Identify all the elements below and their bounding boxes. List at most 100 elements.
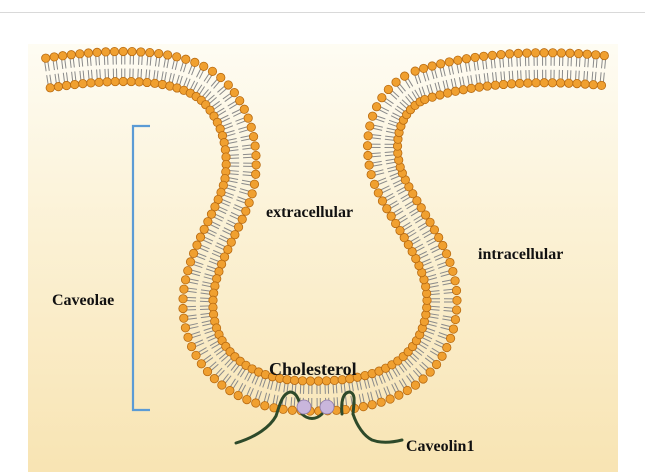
lipid-head — [532, 79, 540, 87]
lipid-head — [366, 122, 374, 130]
bracket-icon — [133, 126, 150, 410]
lipid-head — [261, 402, 269, 410]
lipid-head — [384, 85, 392, 93]
lipid-head — [119, 77, 127, 85]
lipid-head — [459, 86, 467, 94]
lipid-head — [505, 50, 513, 58]
lipid-head — [557, 49, 565, 57]
lipid-head — [372, 102, 380, 110]
lipid-head — [548, 79, 556, 87]
lipid-head — [42, 54, 50, 62]
lipid-head — [364, 132, 372, 140]
lipid-head — [70, 80, 78, 88]
lipid-head — [453, 296, 461, 304]
lipid-head — [443, 343, 451, 351]
lipid-head — [179, 295, 187, 303]
lipid-head — [507, 80, 515, 88]
extracellular-label: extracellular — [266, 204, 353, 222]
lipid-head — [155, 49, 163, 57]
lipid-head — [252, 399, 260, 407]
lipid-head — [443, 89, 451, 97]
lipid-head — [426, 218, 434, 226]
lipid-head — [574, 49, 582, 57]
lipid-head — [403, 386, 411, 394]
lipid-head — [181, 276, 189, 284]
lipid-head — [581, 80, 589, 88]
lipid-head — [411, 381, 419, 389]
caveolin-protein-icon — [236, 392, 402, 443]
lipid-head — [210, 374, 218, 382]
lipid-head — [451, 315, 459, 323]
lipid-head — [370, 180, 378, 188]
lipid-head — [79, 79, 87, 87]
lipid-head — [411, 67, 419, 75]
lipid-head — [363, 142, 371, 150]
lipid-head — [597, 81, 605, 89]
lipid-head — [452, 306, 460, 314]
lipid-head — [451, 277, 459, 285]
lipid-head — [483, 82, 491, 90]
lipid-head — [119, 47, 127, 55]
lipid-head — [137, 48, 145, 56]
lipid-head — [186, 258, 194, 266]
lipid-head — [242, 207, 250, 215]
cholesterol-label: Cholesterol — [269, 359, 357, 380]
lipid-head — [218, 381, 226, 389]
lipid-head — [419, 375, 427, 383]
lipid-head — [367, 170, 375, 178]
lipid-head — [240, 105, 248, 113]
lipid-head — [208, 67, 216, 75]
lipid-head — [421, 95, 429, 103]
lipid-head — [224, 81, 232, 89]
lipid-head — [446, 334, 454, 342]
lipid-head — [128, 47, 136, 55]
lipid-head — [454, 56, 462, 64]
lipid-head — [204, 217, 212, 225]
lipid-head — [462, 55, 470, 63]
lipid-tails — [44, 51, 606, 411]
lipid-head — [200, 62, 208, 70]
lipid-head — [426, 368, 434, 376]
lipid-head — [54, 82, 62, 90]
lipid-head — [583, 50, 591, 58]
intracellular-label: intracellular — [478, 246, 563, 264]
lipid-head — [234, 223, 242, 231]
lipid-head — [488, 51, 496, 59]
lipid-head — [386, 395, 394, 403]
lipid-head — [288, 406, 296, 414]
lipid-head — [491, 81, 499, 89]
lipid-head — [449, 267, 457, 275]
lipid-head — [497, 50, 505, 58]
lipid-head — [432, 360, 440, 368]
lipid-head — [59, 52, 67, 60]
lipid-head — [196, 233, 204, 241]
lipid-head — [516, 79, 524, 87]
lipid-head — [76, 50, 84, 58]
lipid-head — [203, 367, 211, 375]
lipid-head — [439, 241, 447, 249]
lipid-head — [514, 49, 522, 57]
lipid-head — [430, 226, 438, 234]
lipid-head — [549, 49, 557, 57]
lipid-head — [192, 351, 200, 359]
lipid-head — [249, 132, 257, 140]
lipid-head — [392, 78, 400, 86]
lipid-head — [523, 49, 531, 57]
lipid-head — [365, 161, 373, 169]
lipid-head — [419, 64, 427, 72]
lipid-head — [359, 402, 367, 410]
lipid-head — [436, 91, 444, 99]
lipid-head — [540, 49, 548, 57]
lipid-head — [251, 170, 259, 178]
lipid-head — [234, 391, 242, 399]
lipid-head — [231, 231, 239, 239]
lipid-head — [383, 205, 391, 213]
lipid-head — [236, 97, 244, 105]
lipid-head — [531, 49, 539, 57]
lipid-head — [475, 83, 483, 91]
lipid-head — [434, 233, 442, 241]
lipid-head — [252, 151, 260, 159]
lipid-head — [387, 212, 395, 220]
lipid-head — [378, 197, 386, 205]
lipid-head — [217, 73, 225, 81]
